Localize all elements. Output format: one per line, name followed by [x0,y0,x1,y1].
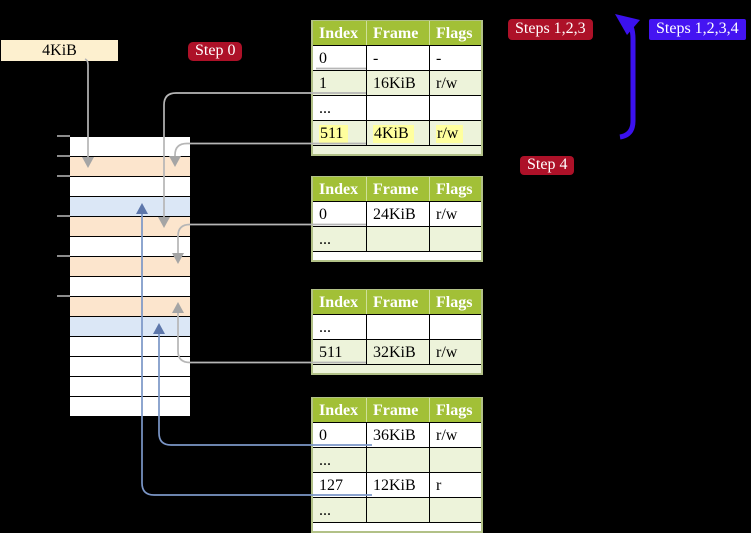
memory-frame-cell-white [70,137,190,157]
memory-frame-cell-white [70,377,190,397]
table-cell: ... [319,319,331,336]
table-cell: 127 [319,477,343,494]
table-cell: 24KiB [366,202,429,226]
memory-strip [70,136,190,417]
table-cell [429,227,481,251]
memory-frame-cell-white [70,277,190,297]
table-cell [366,96,429,120]
column-header: Index [319,294,359,311]
highlighted-value: 511 [319,125,349,143]
memory-frame-cell-white [70,237,190,257]
column-header: Index [319,181,359,198]
column-header: Frame [366,290,429,314]
table-partial-row [313,523,481,531]
column-header: Frame [366,21,429,45]
table-cell: 4KiB [366,121,429,145]
table-cell [366,227,429,251]
table-cell: r/w [429,121,481,145]
table-cell [429,498,481,522]
table-cell [366,315,429,339]
table-cell: 0 [319,427,327,444]
table-row: ... [313,96,481,121]
table-cell [429,448,481,472]
column-header: Frame [366,177,429,201]
table-cell: 511 [319,344,343,361]
column-header: Flags [429,177,481,201]
column-header: Flags [429,21,481,45]
table-cell: 0 [319,206,327,223]
memory-frame-cell-peach [70,297,190,317]
highlighted-value: 4KiB [373,125,414,143]
table-cell: ... [319,502,331,519]
table-cell: - [366,46,429,70]
memory-frame-cell-blue [70,317,190,337]
table-cell: 1 [319,75,327,92]
memory-frame-cell-white [70,337,190,357]
table-cell: 32KiB [366,340,429,364]
table-cell: ... [319,452,331,469]
table-cell [366,498,429,522]
table-row: 511 4KiB r/w [313,121,481,146]
memory-frame-cell-white [70,397,190,417]
steps123-badge: Steps 1,2,3 [508,19,593,40]
memory-frame-cell-peach [70,157,190,177]
table-row: ... [313,498,481,523]
memory-frame-cell-peach [70,217,190,237]
table-cell: 16KiB [366,71,429,95]
table-row: ... [313,227,481,252]
table-partial-row [313,146,481,154]
column-header: Frame [366,398,429,422]
table-cell: r/w [429,340,481,364]
table-row: ... [313,448,481,473]
memory-frame-cell-white [70,357,190,377]
column-header: Flags [429,398,481,422]
memory-frame-cell-blue [70,197,190,217]
memory-frame-cell-peach [70,257,190,277]
table-row: 0 -- [313,46,481,71]
table-cell [429,315,481,339]
table-partial-row [313,252,481,260]
table-cell [366,448,429,472]
table-cell [429,96,481,120]
step4-badge: Step 4 [520,156,575,175]
table-cell: 12KiB [366,473,429,497]
table-cell: ... [319,231,331,248]
violet-arrowhead-icon [615,14,640,35]
column-header: Flags [429,290,481,314]
arrow-steps-loop [619,17,636,140]
table-cell: r/w [429,71,481,95]
highlighted-value: r/w [436,125,464,143]
column-header: Index [319,402,359,419]
table-partial-row [313,365,481,373]
table-cell: 36KiB [366,423,429,447]
table-cell: 511 [313,121,366,145]
table-cell: r/w [429,202,481,226]
steps1234-badge: Steps 1,2,3,4 [649,19,746,40]
step0-badge: Step 0 [188,42,243,61]
column-header: Index [319,25,359,42]
table-cell: r [429,473,481,497]
table-cell: 0 [319,50,327,67]
table-cell: ... [319,100,331,117]
table-cell: r/w [429,423,481,447]
memory-frame-cell-white [70,177,190,197]
table-row: ... [313,315,481,340]
frame-size-box: 4KiB [1,40,118,61]
memory-tick-marks [57,135,70,297]
table-cell: - [429,46,481,70]
